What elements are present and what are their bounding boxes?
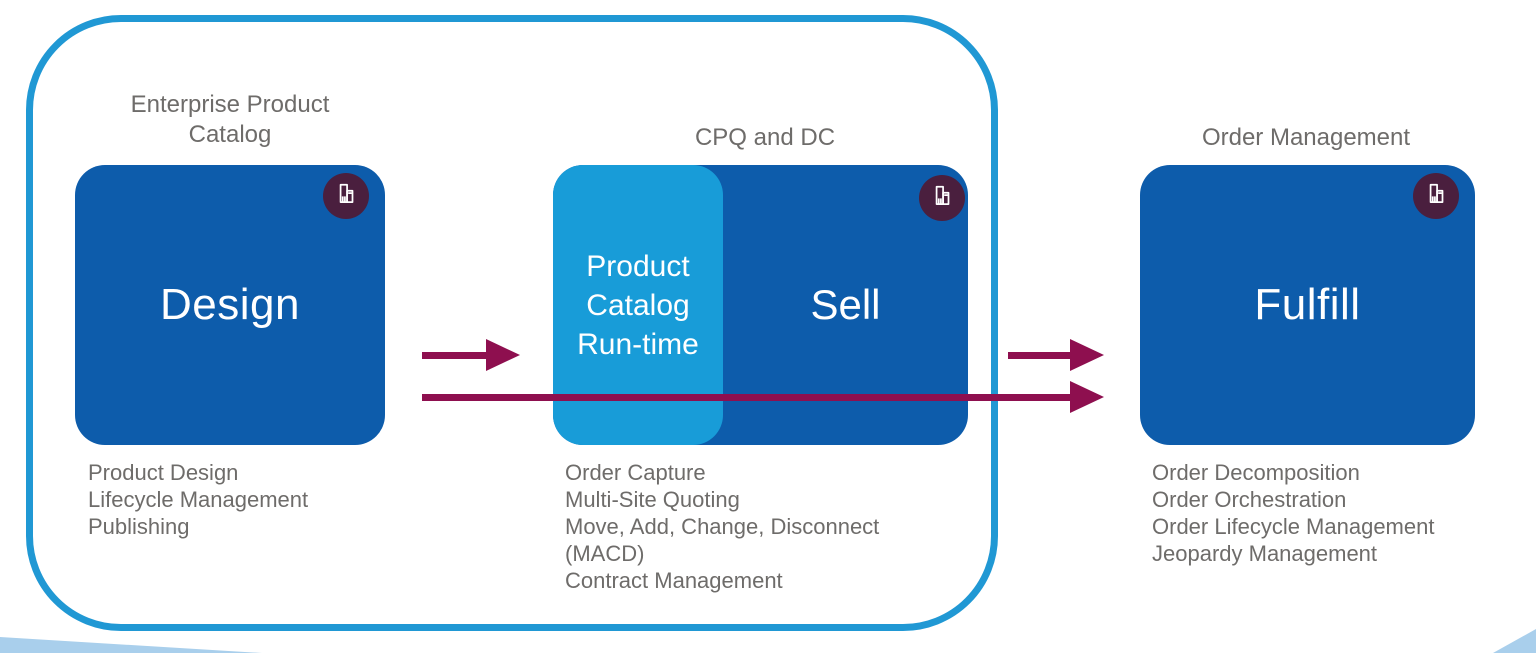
design-to-fulfill-arrow-head xyxy=(1070,381,1104,413)
sell-to-fulfill-arrow-shaft xyxy=(1008,352,1072,359)
company-badge xyxy=(1413,173,1459,219)
list-item: Move, Add, Change, Disconnect (MACD) xyxy=(565,514,880,566)
list-item: Lifecycle Management xyxy=(88,487,309,512)
sell-capability-list: Order Capture Multi-Site Quoting Move, A… xyxy=(565,459,900,594)
list-item: Jeopardy Management xyxy=(1152,541,1378,566)
cpq-dc-box: Product Catalog Run-time Sell xyxy=(553,165,968,445)
list-item: Order Capture xyxy=(565,460,706,485)
sell-title: Sell xyxy=(810,281,881,328)
sell-panel: Sell xyxy=(723,165,968,445)
design-to-fulfill-arrow-shaft xyxy=(422,394,1072,401)
design-capability-list: Product Design Lifecycle Management Publ… xyxy=(88,459,418,540)
list-item: Order Decomposition xyxy=(1152,460,1360,485)
fulfill-box: Fulfill xyxy=(1140,165,1475,445)
company-buildings-icon xyxy=(929,183,955,214)
company-buildings-icon xyxy=(333,181,359,212)
design-box-title: Design xyxy=(160,280,300,329)
label-enterprise-product-catalog: Enterprise Product Catalog xyxy=(130,91,330,148)
enclosure-border xyxy=(26,15,998,631)
company-buildings-icon xyxy=(1423,181,1449,212)
fulfill-box-title: Fulfill xyxy=(1254,280,1361,329)
bottom-swoosh-decoration xyxy=(0,629,1536,653)
list-item: Order Lifecycle Management xyxy=(1152,514,1435,539)
design-box: Design xyxy=(75,165,385,445)
list-item: Contract Management xyxy=(565,568,783,593)
company-badge xyxy=(323,173,369,219)
list-item: Multi-Site Quoting xyxy=(565,487,740,512)
list-item: Product Design xyxy=(88,460,239,485)
company-badge xyxy=(919,175,965,221)
product-catalog-runtime-panel: Product Catalog Run-time xyxy=(553,165,723,445)
list-item: Order Orchestration xyxy=(1152,487,1347,512)
sell-to-fulfill-arrow-head xyxy=(1070,339,1104,371)
label-cpq-and-dc: CPQ and DC xyxy=(694,124,836,151)
product-catalog-runtime-title: Product Catalog Run-time xyxy=(577,249,699,361)
design-to-sell-arrow-shaft xyxy=(422,352,488,359)
label-order-management: Order Management xyxy=(1201,124,1411,151)
fulfill-capability-list: Order Decomposition Order Orchestration … xyxy=(1152,459,1512,567)
design-to-sell-arrow-head xyxy=(486,339,520,371)
list-item: Publishing xyxy=(88,514,190,539)
